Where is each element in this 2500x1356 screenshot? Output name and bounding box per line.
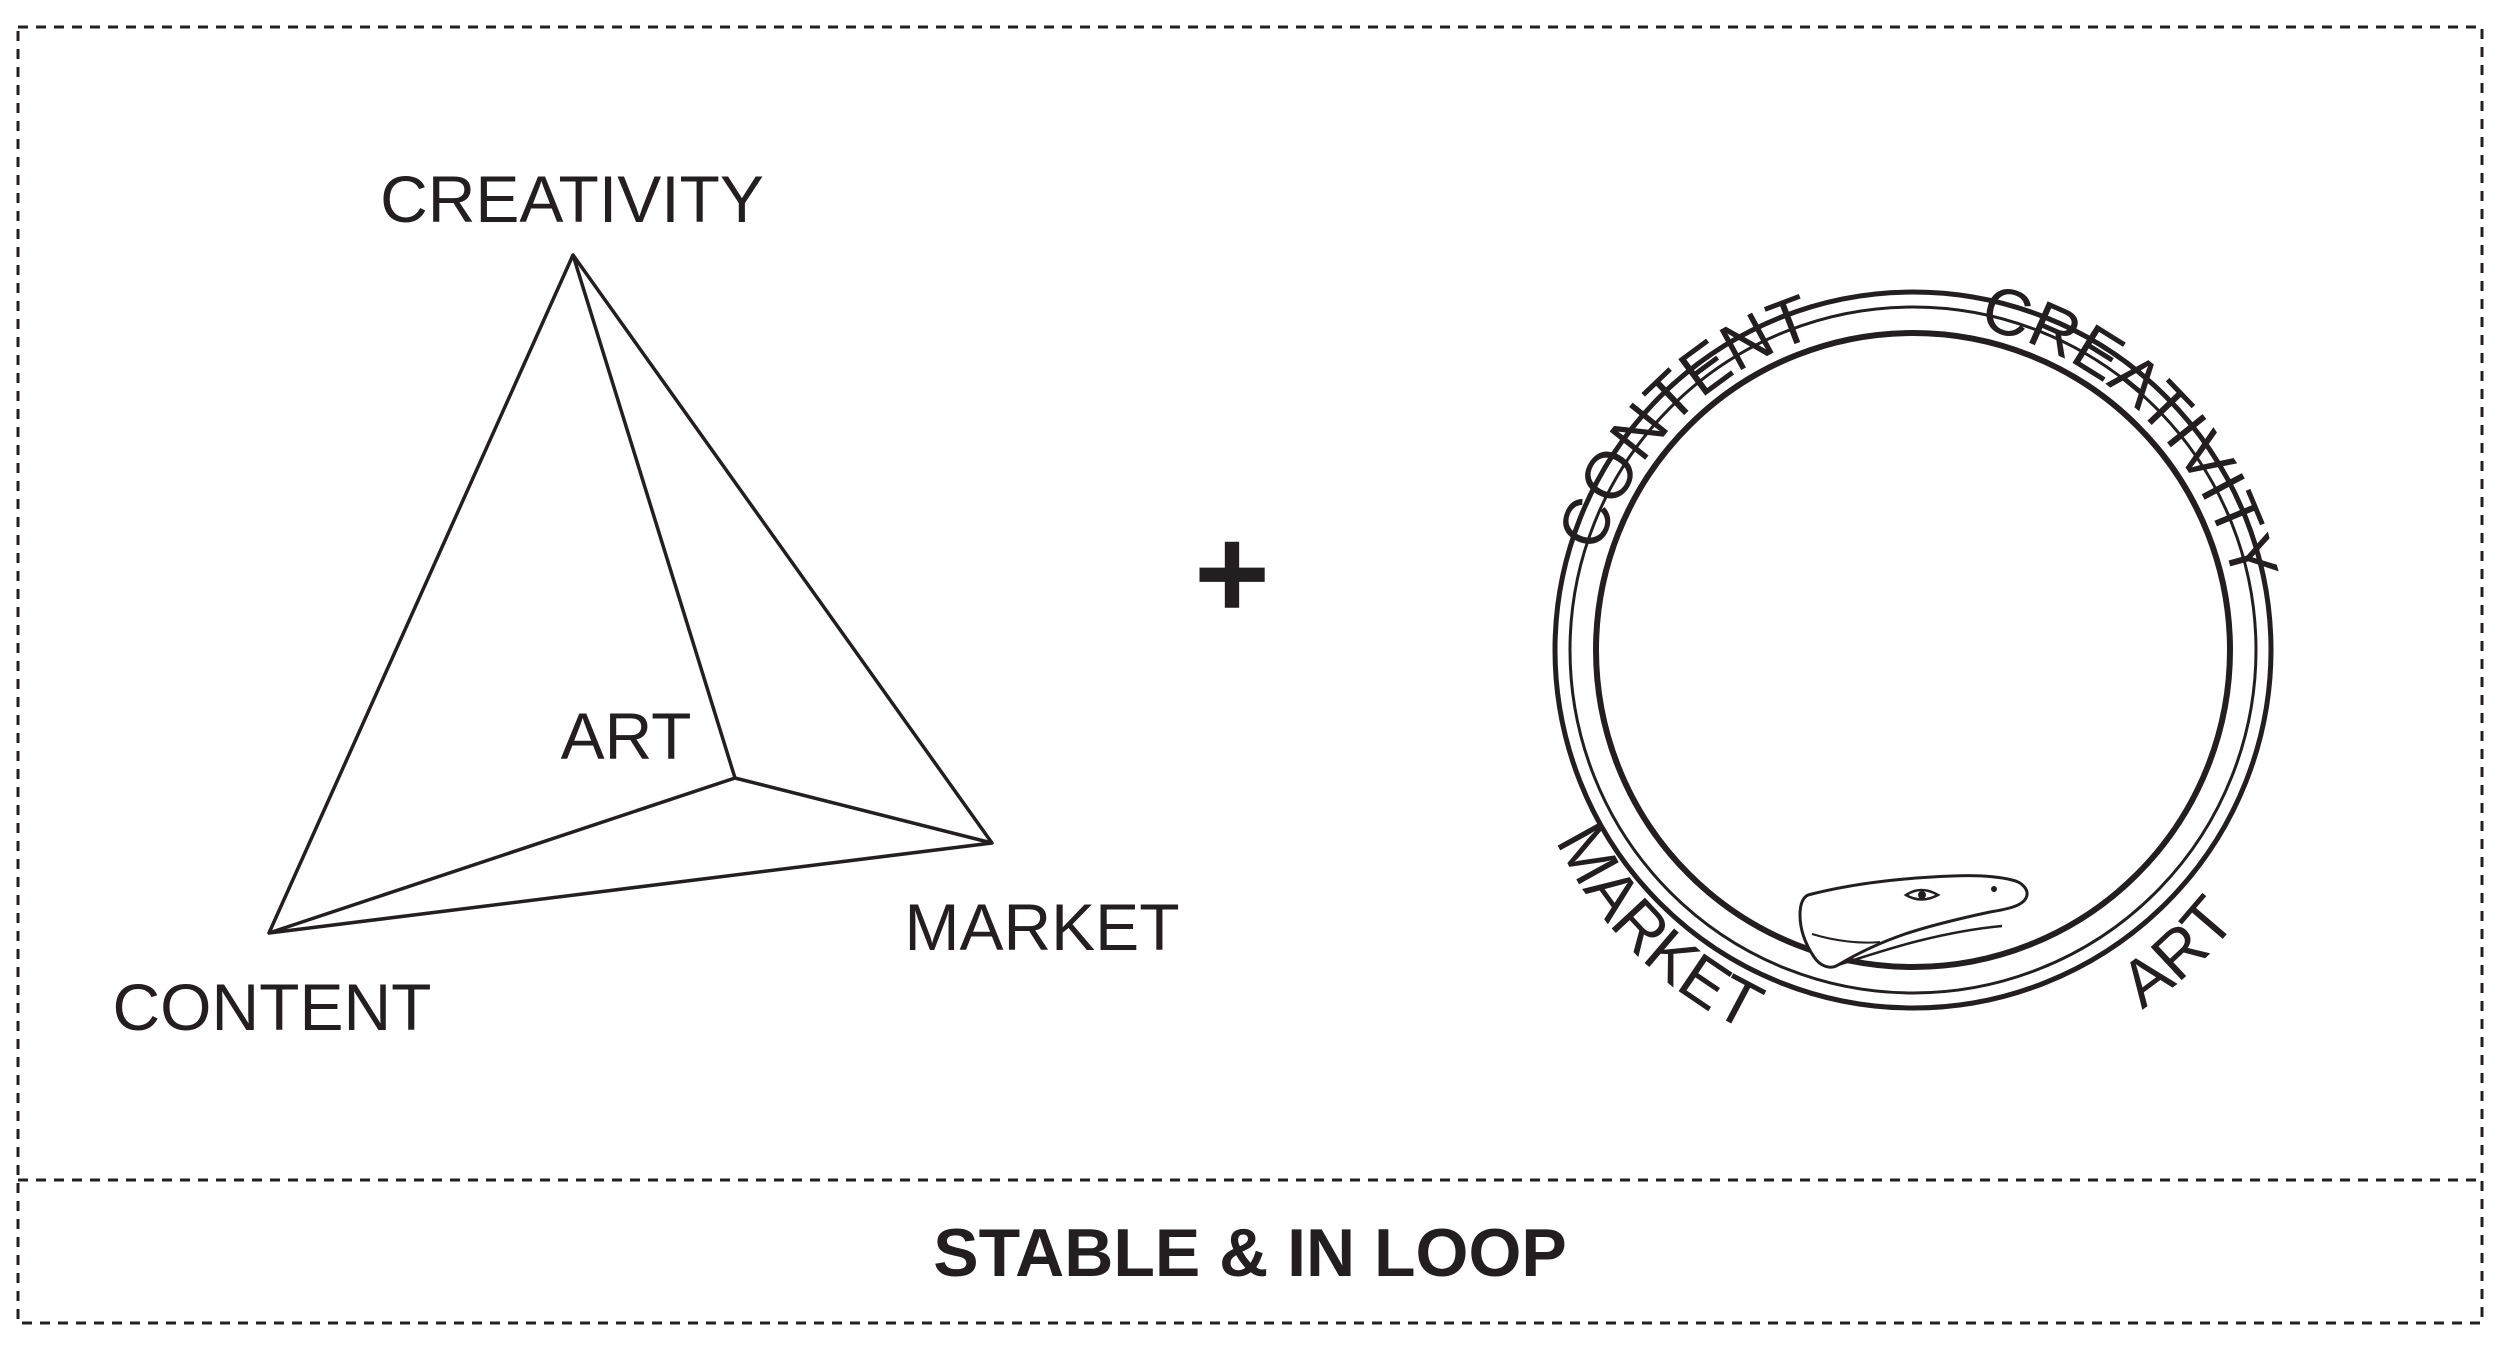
pyramid-right-label: MARKET bbox=[904, 890, 1179, 964]
outer-frame bbox=[16, 25, 2484, 1325]
pyramid-center-label: ART bbox=[561, 699, 692, 773]
footer-caption: STABLE & IN LOOP bbox=[933, 1215, 1566, 1291]
pyramid-edge-apex-art bbox=[571, 254, 737, 779]
pyramid-outline bbox=[267, 253, 994, 935]
pyramid-edge-content-art bbox=[268, 776, 736, 935]
pyramid-diagram bbox=[267, 253, 994, 935]
serpent-head-icon bbox=[1798, 874, 2029, 969]
pyramid-left-label: CONTENT bbox=[113, 970, 432, 1044]
serpent-ring bbox=[1552, 289, 2274, 1011]
ring-market-label: MARKET bbox=[1543, 812, 1775, 1044]
ring-creativity-label: CREATIVITY bbox=[1975, 270, 2293, 589]
pyramid-edge-market-art bbox=[734, 776, 993, 845]
ring-content-label: CONTENT bbox=[1543, 280, 1821, 558]
pyramid-apex-label: CREATIVITY bbox=[380, 162, 764, 236]
ring-art-label: ART bbox=[2107, 882, 2249, 1021]
ouroboros-diagram: CONTENT CREATIVITY MARKET ART bbox=[1543, 270, 2293, 1044]
plus-connector: + bbox=[1194, 500, 1270, 646]
